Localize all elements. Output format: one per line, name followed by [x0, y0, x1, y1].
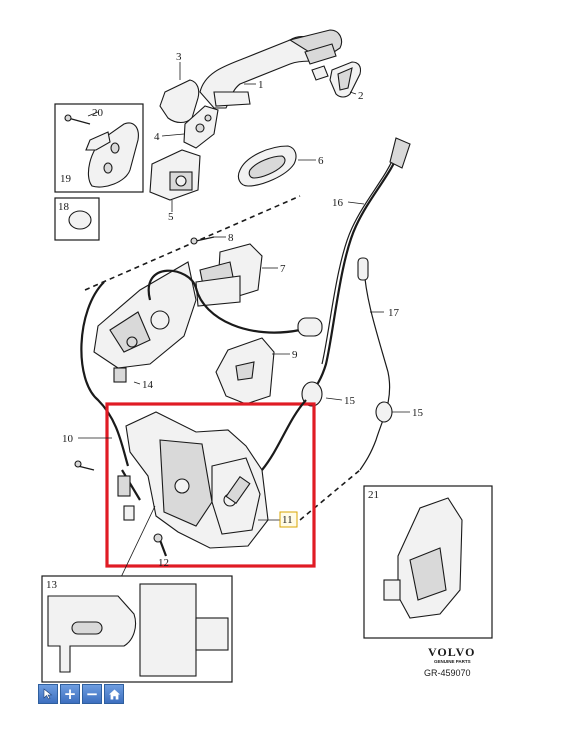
callout-9: 9 [292, 349, 298, 361]
part-cable-clip-16[interactable] [389, 137, 411, 169]
part-grommet-15-right[interactable] [375, 401, 393, 423]
part-screw-small-left[interactable] [74, 460, 95, 471]
callout-2: 2 [358, 90, 364, 102]
part-lock-cover[interactable] [159, 79, 200, 124]
part-template-shape[interactable] [47, 583, 229, 677]
part-handle-bracket[interactable] [183, 105, 219, 149]
part-cover-plate[interactable] [85, 122, 139, 188]
callout-13: 13 [46, 579, 58, 591]
callout-20: 20 [92, 107, 104, 119]
callout-21: 21 [368, 489, 379, 501]
cable-10 [80, 281, 130, 467]
cable-upper-loop [147, 269, 301, 334]
callout-6: 6 [318, 155, 324, 167]
part-control-module[interactable] [195, 243, 263, 307]
selection-highlight [105, 402, 316, 568]
brand-tagline: GENUINE PARTS [434, 659, 471, 664]
cable-lock-link [261, 399, 307, 471]
leader-lines [78, 62, 410, 521]
pointer-button[interactable] [38, 684, 58, 704]
home-icon [108, 689, 120, 699]
zoom-out-icon: − [85, 684, 99, 703]
zoom-in-button[interactable]: + [60, 684, 80, 704]
callout-7: 7 [280, 263, 286, 275]
part-lock-cover-9[interactable] [215, 337, 275, 405]
part-actuator-rod[interactable] [117, 469, 141, 521]
callout-14: 14 [142, 379, 154, 391]
callout-8: 8 [228, 232, 234, 244]
part-cable-end-upper[interactable] [297, 317, 323, 337]
diagram-reference: GR-459070 [424, 668, 471, 678]
part-handle-gasket[interactable] [329, 61, 362, 98]
part-screw-12[interactable] [153, 533, 168, 557]
part-grommet-15-left[interactable] [301, 381, 323, 407]
part-lock-cylinder[interactable] [149, 149, 201, 201]
viewer-toolbar: + − [38, 684, 124, 704]
zoom-in-icon: + [63, 684, 77, 703]
cable-17 [359, 267, 391, 471]
callout-19: 19 [60, 173, 72, 185]
cable-release-16-sheath [321, 151, 397, 365]
callout-11: 11 [282, 514, 293, 526]
callout-16: 16 [332, 197, 344, 209]
callout-12: 12 [158, 557, 169, 569]
part-plug[interactable] [68, 210, 92, 230]
cable-release-16 [305, 149, 402, 399]
part-clip-14[interactable] [113, 367, 127, 383]
zoom-out-button[interactable]: − [82, 684, 102, 704]
callout-10: 10 [62, 433, 74, 445]
pointer-icon [43, 688, 53, 700]
callout-5: 5 [168, 211, 174, 223]
home-button[interactable] [104, 684, 124, 704]
part-bracket-21[interactable] [383, 497, 463, 619]
part-handle-seal[interactable] [237, 145, 297, 187]
part-cable-end-17[interactable] [357, 257, 369, 281]
part-door-lock[interactable] [125, 411, 269, 549]
callout-17: 17 [388, 307, 400, 319]
callout-3: 3 [176, 51, 182, 63]
callout-4: 4 [154, 131, 160, 143]
part-screw-8[interactable] [190, 236, 215, 245]
brand-name: VOLVO [428, 645, 475, 659]
part-upper-lock-assembly[interactable] [93, 261, 197, 369]
callout-1: 1 [258, 79, 264, 91]
callout-11-box [279, 511, 298, 528]
part-screw-20[interactable] [64, 114, 91, 125]
callout-18: 18 [58, 201, 70, 213]
part-door-handle[interactable] [199, 29, 343, 109]
callout-15-right: 15 [412, 407, 424, 419]
callout-15-left: 15 [344, 395, 356, 407]
